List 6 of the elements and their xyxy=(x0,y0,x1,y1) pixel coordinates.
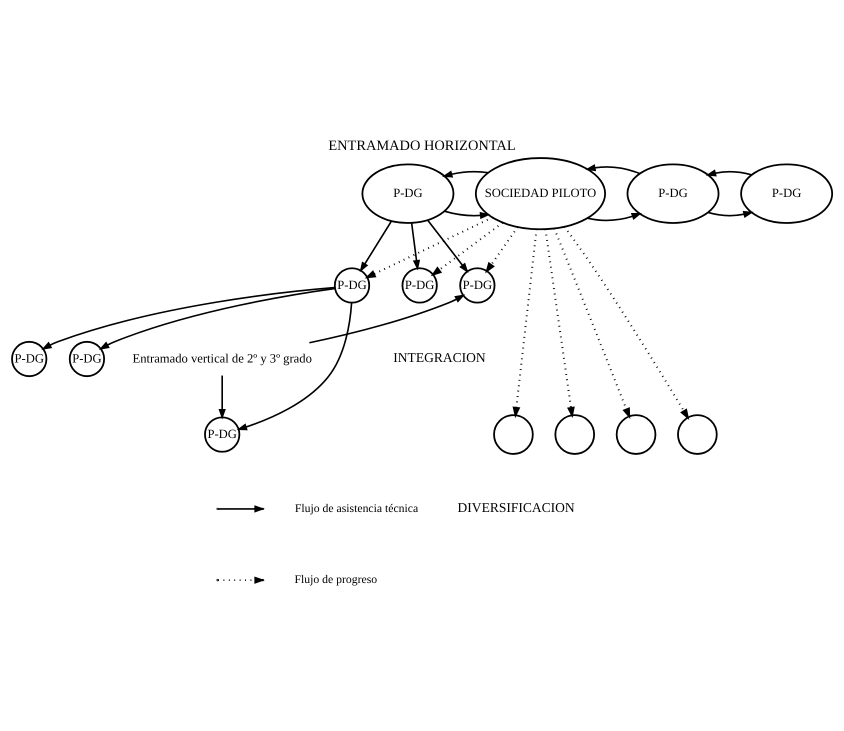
node-text: Entramado vertical de 2º y 3º grado xyxy=(132,351,312,366)
label: INTEGRACION xyxy=(393,350,486,366)
legend-label: Flujo de progreso xyxy=(294,573,378,586)
diagram-title: ENTRAMADO HORIZONTAL xyxy=(328,138,516,154)
label: DIVERSIFICACION xyxy=(458,500,575,516)
legend-label: Flujo de asistencia técnica xyxy=(294,502,418,515)
